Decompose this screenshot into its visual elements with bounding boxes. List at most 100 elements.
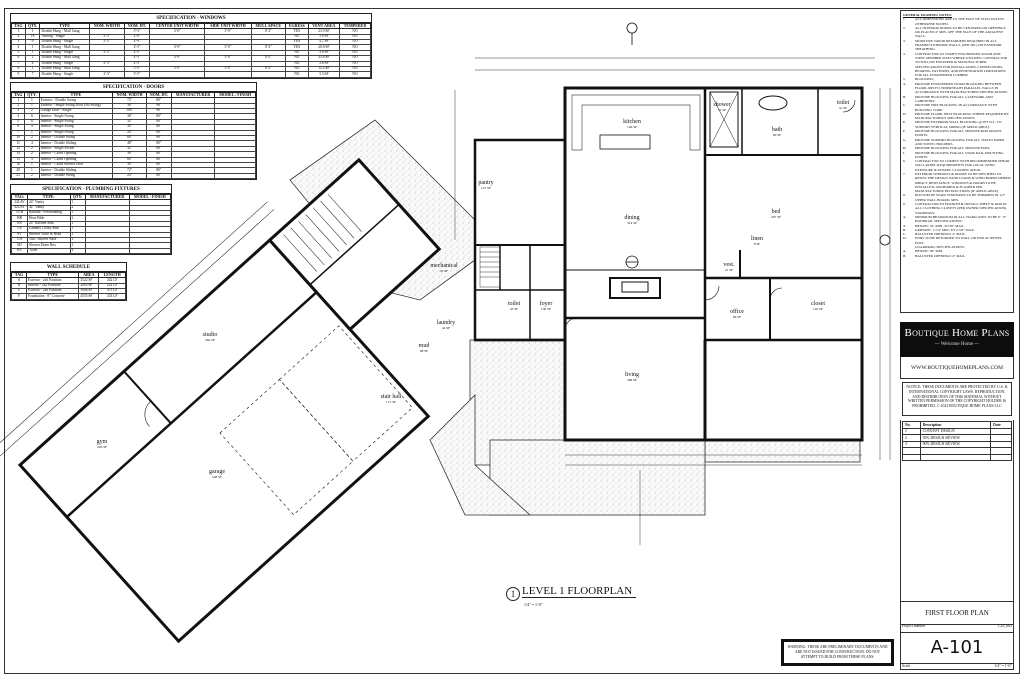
brand-name: Boutique Home Plans (904, 327, 1010, 339)
note-item: HANDRAIL SPECIFICATIONS: (903, 219, 1011, 223)
note-item: 1.ALL DIMENSIONS ARE TO THE FACE OF STUD… (903, 17, 1011, 26)
note-text: CONTRACTOR TO FURNISH & INSTALL SHELF & … (915, 202, 1008, 211)
column-header: QTY. (24, 91, 40, 99)
column-header: MULL SPACE (250, 22, 286, 30)
room-name: kitchen (623, 119, 641, 125)
room-area: 90 SF (773, 133, 781, 137)
note-number: C. (903, 103, 907, 108)
website-link[interactable]: WWW.BOUTIQUEHOMEPLANS.COM (900, 357, 1014, 379)
note-text: EXTERIOR WINDOWS & DOORS TO BE SPECIFIED… (915, 171, 1011, 194)
room-area: 116 SF (813, 307, 823, 311)
note-item: B.GRIPSIZE: 1-1/4" MIN. TO 2-5/8" MAX. (903, 228, 1011, 232)
note-number: 9. (903, 202, 906, 207)
note-item: 4.CONTRACTOR TO VERIFY ENGINEERED WOOD A… (903, 52, 1011, 78)
room-name: gym (97, 439, 108, 445)
note-text: PROVIDE FIRE BLOCKING IN ACCORDANCE WITH… (915, 103, 997, 112)
table-cell (902, 453, 921, 461)
room-area: 115 SF (481, 186, 491, 190)
room-name: dining (624, 215, 639, 221)
table-cell: Double Hung - Single (39, 71, 90, 78)
note-text: GUARDRAIL SPECIFICATIONS: (915, 245, 965, 250)
sheet-name: FIRST FLOOR PLAN (900, 601, 1014, 625)
note-text: PROVIDE ENGINEERED WOOD BLOCKING BETWEEN… (915, 81, 1008, 95)
table-cell: WC (11, 247, 28, 255)
note-number: 3. (903, 38, 906, 43)
note-item: 9. CONTRACTOR TO FURNISH & INSTALL SHELF … (903, 202, 1011, 211)
table-cell: 24" (112, 172, 147, 180)
room-area: 146 SF (627, 125, 637, 129)
note-text: BLOCKING: (915, 77, 935, 82)
note-item: 5.BLOCKING: (903, 77, 1011, 81)
room-area: 31 SF (839, 106, 847, 110)
column-header: TAG: (11, 193, 28, 201)
note-text: ALL DIMENSIONS ARE TO THE FACE OF STUD U… (915, 17, 1004, 26)
note-item: E.PROVIDE EXTERIOR WALL BLOCKING @ 2FT O… (903, 120, 1011, 129)
note-text: HEIGHT: 36" MIN. (915, 249, 944, 254)
note-number: A. (903, 81, 907, 86)
project-number-label: Project number (902, 624, 926, 628)
scale-label: Scale (902, 664, 911, 668)
room-area: 8 SF (754, 242, 761, 246)
note-text: ALL INTERIOR DOORS TO BE CENTERED ON OPE… (915, 25, 1006, 39)
room-area: 88 SF (420, 349, 428, 353)
note-number: A. (903, 214, 907, 219)
main-house-walls (473, 86, 864, 442)
room-name: vest. (723, 262, 735, 268)
note-number: H. (903, 146, 907, 151)
note-number: 8. (903, 193, 906, 198)
table-cell: 80" (145, 172, 172, 180)
note-text: MINIMUM HEADROOM IN ALL STAIRCASES TO BE… (915, 214, 1007, 219)
table-cell: Foundation - 8" Concrete (26, 293, 80, 300)
note-number: F. (903, 129, 906, 134)
room-name: bed (772, 209, 781, 215)
room-name: garage (209, 469, 225, 475)
note-number: G. (903, 137, 907, 142)
general-notes: GENERAL FRAMING NOTES: 1.ALL DIMENSIONS … (900, 10, 1014, 313)
plan-title: LEVEL 1 FLOORPLAN (522, 585, 637, 598)
room-name: mechanical (430, 263, 458, 269)
room-area: 171 SF (386, 400, 396, 404)
note-text: HEIGHT: 34" MIN. TO 38" MAX. (915, 223, 965, 228)
plan-scale: 1/4" = 1'-0" (524, 602, 543, 607)
room-area: 42 SF (442, 326, 450, 330)
note-item: D.PROVIDE FLOOR JOIST BLOCKING WHERE REQ… (903, 112, 1011, 121)
room-name: toilet (508, 301, 521, 307)
brand-logo: Boutique Home Plans — Welcome Home — (900, 322, 1014, 357)
room-name: toilet (837, 100, 850, 106)
table-cell (128, 247, 172, 255)
room-area: 96 SF (733, 315, 741, 319)
note-number: B. (903, 227, 907, 232)
room-area: 548 SF (212, 475, 222, 479)
note-text: PROVIDE BLOCKING FOR ALL SHOWER FANS. (915, 146, 991, 151)
plumbing-schedule-title: SPECIFICATION - PLUMBING FIXTURES (11, 185, 171, 194)
column-header: NOM. WIDTH (112, 91, 147, 99)
table-cell (919, 453, 992, 461)
room-name: office (730, 308, 744, 315)
project-number-row: Project number C23_002 (902, 624, 1012, 628)
room-vest: vest.21 SF (723, 262, 735, 272)
table-cell: Interior - Double Swing (38, 172, 114, 180)
note-text: BALUSTER OPENINGS 4" MAX. (915, 253, 966, 258)
column-header: TYPE (26, 271, 80, 279)
note-number: B. (903, 253, 907, 258)
note-text: PROVIDE BLOCKING FOR ALL SHOWER ROD MOUN… (915, 129, 1002, 138)
note-item: 3.MOISTURE VAPOR RETARDERS REQUIRED IN A… (903, 39, 1011, 52)
